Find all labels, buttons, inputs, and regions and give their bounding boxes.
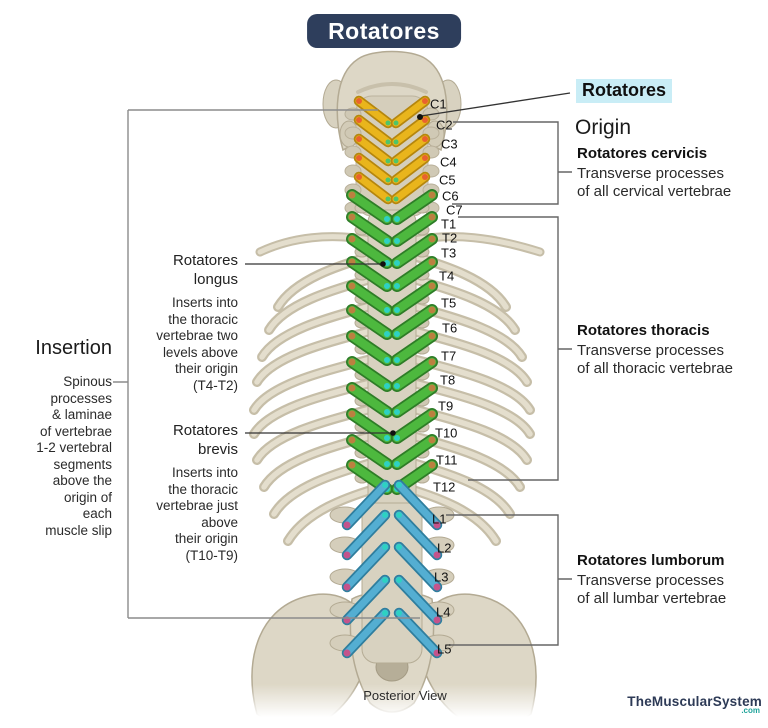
brand-watermark: TheMuscularSystem .com bbox=[627, 694, 762, 715]
longus-block: Rotatores longus Inserts into the thorac… bbox=[156, 251, 238, 394]
cervicis-desc: Transverse processes of all cervical ver… bbox=[577, 165, 732, 200]
longus-leader-dot bbox=[380, 261, 386, 267]
thoracis-name: Rotatores thoracis bbox=[577, 322, 710, 339]
vertebra-label: T11 bbox=[436, 453, 457, 468]
longus-desc: Inserts into the thoracic vertebrae two … bbox=[156, 295, 238, 393]
brevis-leader-dot bbox=[390, 430, 396, 436]
thoracic-bracket bbox=[458, 216, 572, 481]
insertion-heading: Insertion bbox=[35, 337, 112, 359]
callout-lines bbox=[113, 92, 572, 646]
vertebra-label: T10 bbox=[435, 426, 457, 441]
rotatores-muscle-slips bbox=[341, 95, 443, 659]
muscle-label-leader-dot bbox=[417, 114, 423, 120]
vertebra-label: C5 bbox=[439, 173, 456, 188]
vertebra-label: L2 bbox=[437, 541, 451, 556]
fade-overlay bbox=[230, 684, 570, 728]
vertebra-label: T7 bbox=[441, 349, 456, 364]
origin-heading: Origin bbox=[575, 116, 632, 139]
vertebra-label: T1 bbox=[441, 217, 456, 232]
insertion-desc: Spinous processes & laminae of vertebrae… bbox=[36, 374, 112, 538]
brand-name: TheMuscularSystem bbox=[627, 694, 762, 709]
vertebra-label: T6 bbox=[442, 321, 457, 336]
brevis-block: Rotatores brevis Inserts into the thorac… bbox=[156, 421, 238, 564]
title-banner: Rotatores bbox=[307, 14, 461, 48]
vertebra-label: T2 bbox=[442, 231, 457, 246]
muscle-highlight-label: Rotatores bbox=[576, 79, 673, 103]
vertebra-label: C1 bbox=[430, 97, 447, 112]
origin-lumborum-block: Rotatores lumborum Transverse processes … bbox=[577, 552, 726, 607]
insertion-callout-frame bbox=[113, 109, 420, 619]
lumborum-desc: Transverse processes of all lumbar verte… bbox=[577, 572, 727, 607]
vertebra-label: L1 bbox=[432, 512, 446, 527]
lumborum-name: Rotatores lumborum bbox=[577, 552, 725, 569]
view-caption: Posterior View bbox=[363, 688, 447, 703]
thoracis-desc: Transverse processes of all thoracic ver… bbox=[577, 342, 733, 377]
vertebra-label: L4 bbox=[436, 605, 450, 620]
brevis-desc: Inserts into the thoracic vertebrae just… bbox=[156, 465, 238, 563]
vertebra-label: T12 bbox=[433, 480, 455, 495]
vertebra-label: T8 bbox=[440, 373, 455, 388]
vertebra-label: T9 bbox=[438, 399, 453, 414]
vertebra-label: T4 bbox=[439, 269, 454, 284]
vertebra-label: C4 bbox=[440, 155, 457, 170]
longus-name: Rotatores longus bbox=[172, 252, 238, 288]
vertebra-label: T3 bbox=[441, 246, 456, 261]
vertebra-label: L3 bbox=[434, 570, 448, 585]
cervicis-name: Rotatores cervicis bbox=[577, 145, 708, 162]
lumbar-bracket bbox=[446, 514, 572, 646]
vertebra-label: C6 bbox=[442, 189, 459, 204]
origin-thoracis-block: Rotatores thoracis Transverse processes … bbox=[577, 322, 733, 377]
brand-tld: .com bbox=[741, 706, 760, 715]
vertebra-labels: C1C2C3C4C5C6C7T1T2T3T4T5T6T7T8T9T10T11T1… bbox=[430, 97, 463, 657]
muscle-label-leader bbox=[420, 92, 571, 117]
skull-ridge bbox=[356, 82, 428, 94]
origin-cervicis-block: Rotatores cervicis Transverse processes … bbox=[577, 145, 731, 200]
vertebra-label: C2 bbox=[436, 118, 453, 133]
vertebra-label: C3 bbox=[441, 137, 458, 152]
vertebra-label: L5 bbox=[437, 642, 451, 657]
vertebra-label: T5 bbox=[441, 296, 456, 311]
cervical-bracket bbox=[452, 121, 572, 205]
vertebra-label: C7 bbox=[446, 203, 463, 218]
brevis-name: Rotatores brevis bbox=[172, 422, 238, 458]
